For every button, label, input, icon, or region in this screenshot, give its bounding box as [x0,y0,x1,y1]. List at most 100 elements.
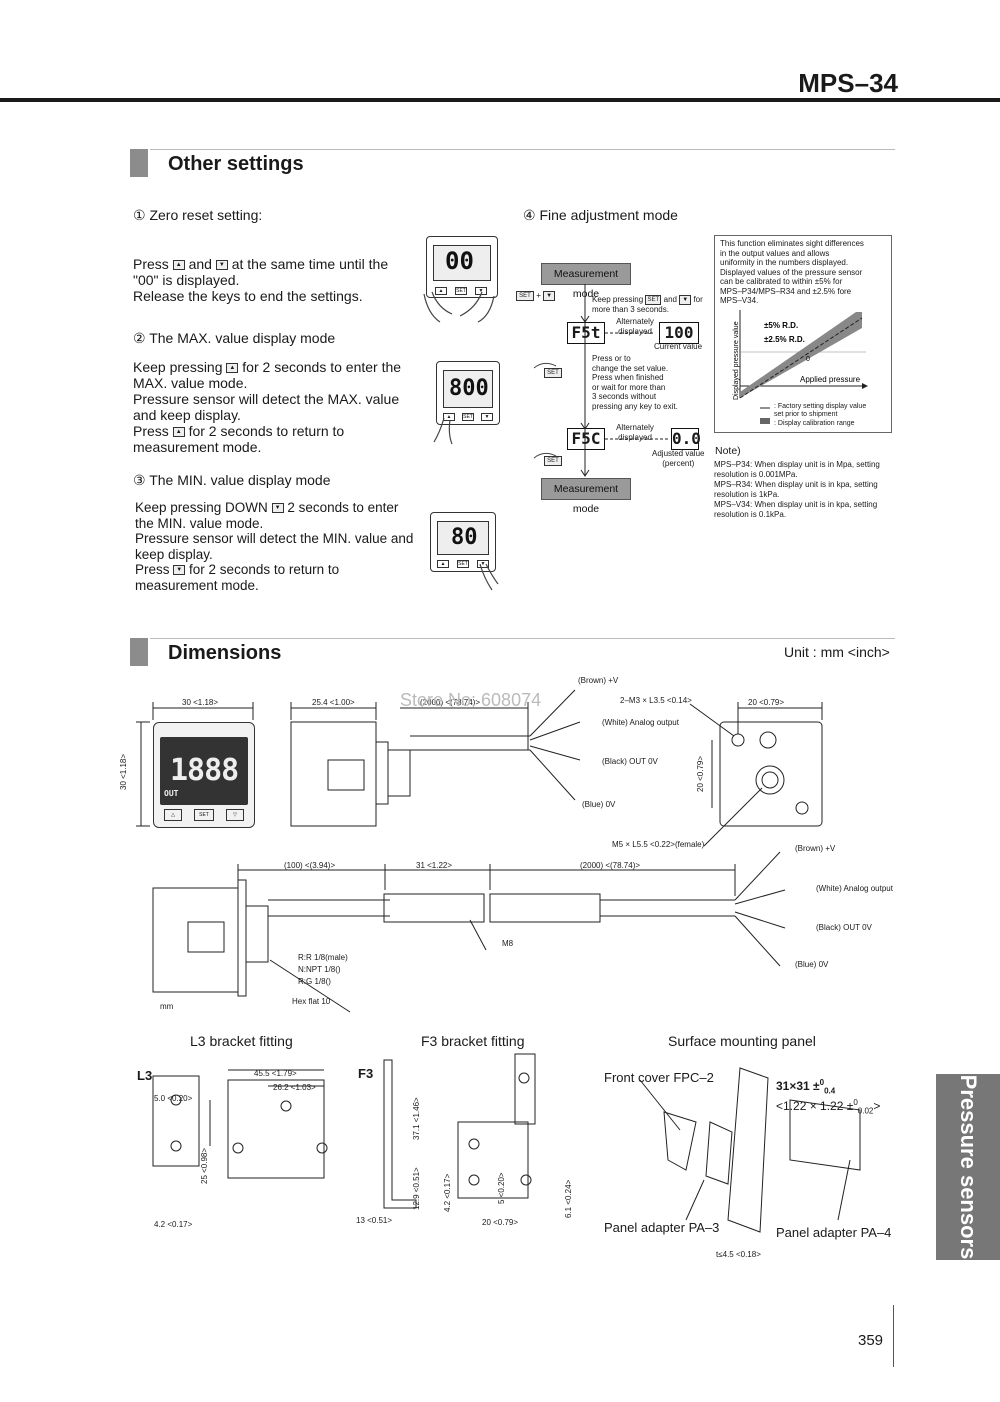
legend-factory: : Factory setting display value set prio… [774,403,867,418]
zero-text-5: Release the keys to end the settings. [133,288,363,304]
dim-depth-25: 25.4 <1.00> [312,698,355,707]
info-xlabel: Applied pressure [800,375,861,384]
min-text-4: Pressure sensor will detect the MIN. val… [135,531,414,546]
section-marker [130,638,148,666]
set-key-icon: SET [194,809,214,821]
thread-g: R:G 1/8() [298,977,331,986]
cutout-tol-hi: 0 [819,1078,825,1087]
min-text-6: Press [135,562,170,577]
header-rule [0,98,1000,102]
watermark: Store No: 608074 [400,690,542,710]
info-r2: ±2.5% R.D. [764,335,805,344]
up-key-icon: ▲ [172,260,185,271]
wire-white-2: (White) Analog output [816,884,893,893]
f3-dim-6: 6.1 <0.24> [564,1179,573,1218]
dim-height-20: 20 <0.79> [696,755,705,792]
cutout-size-inch: <1.22 × 1.22 ±00.02> [776,1098,881,1116]
hand-icon [423,291,495,323]
cutout-size: 31×31 ±00.4 [776,1078,836,1096]
max-text-8: measurement mode. [133,439,262,455]
device-screen [443,370,493,408]
m8-label: M8 [502,939,514,948]
max-title: ② The MAX. value display mode [133,330,336,346]
set-key-icon: SET [455,287,467,295]
device-display: 1888 [170,753,239,788]
up-key-icon: ▲ [437,560,449,568]
hex-flat: Hex flat 10 [292,997,331,1006]
panel-adapter-pa3: Panel adapter PA–3 [604,1220,720,1235]
down-key-icon: ▼ [481,413,493,421]
f3-dim-12: 12.9 <0.51> [412,1167,421,1210]
keep-text-3: for [693,295,703,305]
min-text-2: 2 seconds to enter [287,500,399,515]
legend-calibration: : Display calibration range [774,420,855,427]
dim-cable-2000: (2000) <(78.74)> [420,698,481,707]
cutout-tol-lo-inch: 0.02 [857,1106,874,1116]
fine-title: ④ Fine adjustment mode [523,207,678,223]
device-display: 80 [451,525,478,550]
calibration-graph: ±5% R.D. ±2.5% R.D. Applied pressure 0 D… [733,310,868,424]
adjusted-value-label: Adjusted value (percent) [652,449,705,468]
front-cover-label: Front cover FPC–2 [604,1070,714,1085]
zero-text: Press ▲ and ▼ at the same time until the… [133,256,423,304]
panel-adapter-pa4: Panel adapter PA–4 [776,1225,892,1240]
set-key-icon: SET [544,368,562,378]
keep-text-2: and [663,295,677,305]
min-text-5: keep display. [135,546,213,562]
cutout-tol-hi: 0 [853,1098,858,1107]
hand-icon [433,417,453,445]
note-title: Note) [715,445,741,457]
max-text-6: Press [133,423,169,439]
wire-blue-2: (Blue) 0V [795,960,829,969]
wire-brown-2: (Brown) +V [795,844,836,853]
keep-text-4: more than 3 seconds. [592,305,669,314]
current-value-label: Current value [654,342,703,351]
page-number: 359 [858,1332,884,1349]
down-key-icon: ▼ [543,291,556,301]
zero-text-1: Press [133,256,169,272]
dim-length-100: (100) <(3.94)> [284,861,336,870]
section-title-dimensions: Dimensions [168,642,282,664]
note-text: MPS–P34: When display unit is in Mpa, se… [714,460,880,519]
f3-dim-5: 5 <0.20> [497,1172,506,1204]
mm-label: mm [160,1002,174,1011]
wire-black-2: (Black) OUT 0V [816,923,872,932]
set-key-icon: SET [462,413,474,421]
device-screen [433,245,491,281]
down-key-icon: ▼ [271,503,284,514]
alternately-label-2: Alternately displayed [616,423,654,442]
wire-brown: (Brown) +V [578,676,619,685]
l3-dim-4: 4.2 <0.17> [154,1220,193,1229]
device-illustration-zero: 00 ▲ SET ▼ [426,236,498,298]
device-out-label: OUT [164,789,179,798]
info-r1: ±5% R.D. [764,321,798,330]
down-key-icon: ▽ [226,809,244,821]
zero-text-4: "00" is displayed. [133,272,240,288]
unit-label: Unit : mm <inch> [784,644,890,660]
dim-length-31: 31 <1.22> [416,861,453,870]
down-key-icon: ▼ [679,295,692,305]
page-divider [893,1305,894,1367]
up-key-icon: ▲ [172,427,185,438]
f3-dim-13: 13 <0.51> [356,1216,393,1225]
cutout-tol-lo: 0.4 [824,1086,836,1096]
info-text: This function eliminates sight differenc… [720,239,864,305]
dim-m3-screw: 2–M3 × L3.5 <0.14> [620,696,692,705]
zero-text-2: and [188,256,212,272]
up-key-icon: ▲ [226,363,239,374]
fst-display: F5t [567,322,605,344]
l3-dim-45: 45.5 <1.79> [254,1069,297,1078]
dim-width-30: 30 <1.18> [182,698,219,707]
wire-blue: (Blue) 0V [582,800,616,809]
max-text-4: Pressure sensor will detect the MAX. val… [133,391,400,407]
up-key-icon: △ [164,809,182,821]
l3-title: L3 bracket fitting [190,1033,293,1049]
keep-pressing-text: Keep pressing SET and ▼ for more than 3 … [592,295,712,315]
down-key-icon: ▼ [477,560,489,568]
info-zero: 0 [806,356,810,363]
section-marker [130,149,148,177]
dim-m5: M5 × L5.5 <0.22>(female) [612,840,705,849]
alternately-label-1: Alternately displayed [616,317,654,336]
device-illustration-min: 80 ▲ SET ▼ [430,512,496,572]
f3-dim-37: 37.1 <1.46> [412,1097,421,1140]
